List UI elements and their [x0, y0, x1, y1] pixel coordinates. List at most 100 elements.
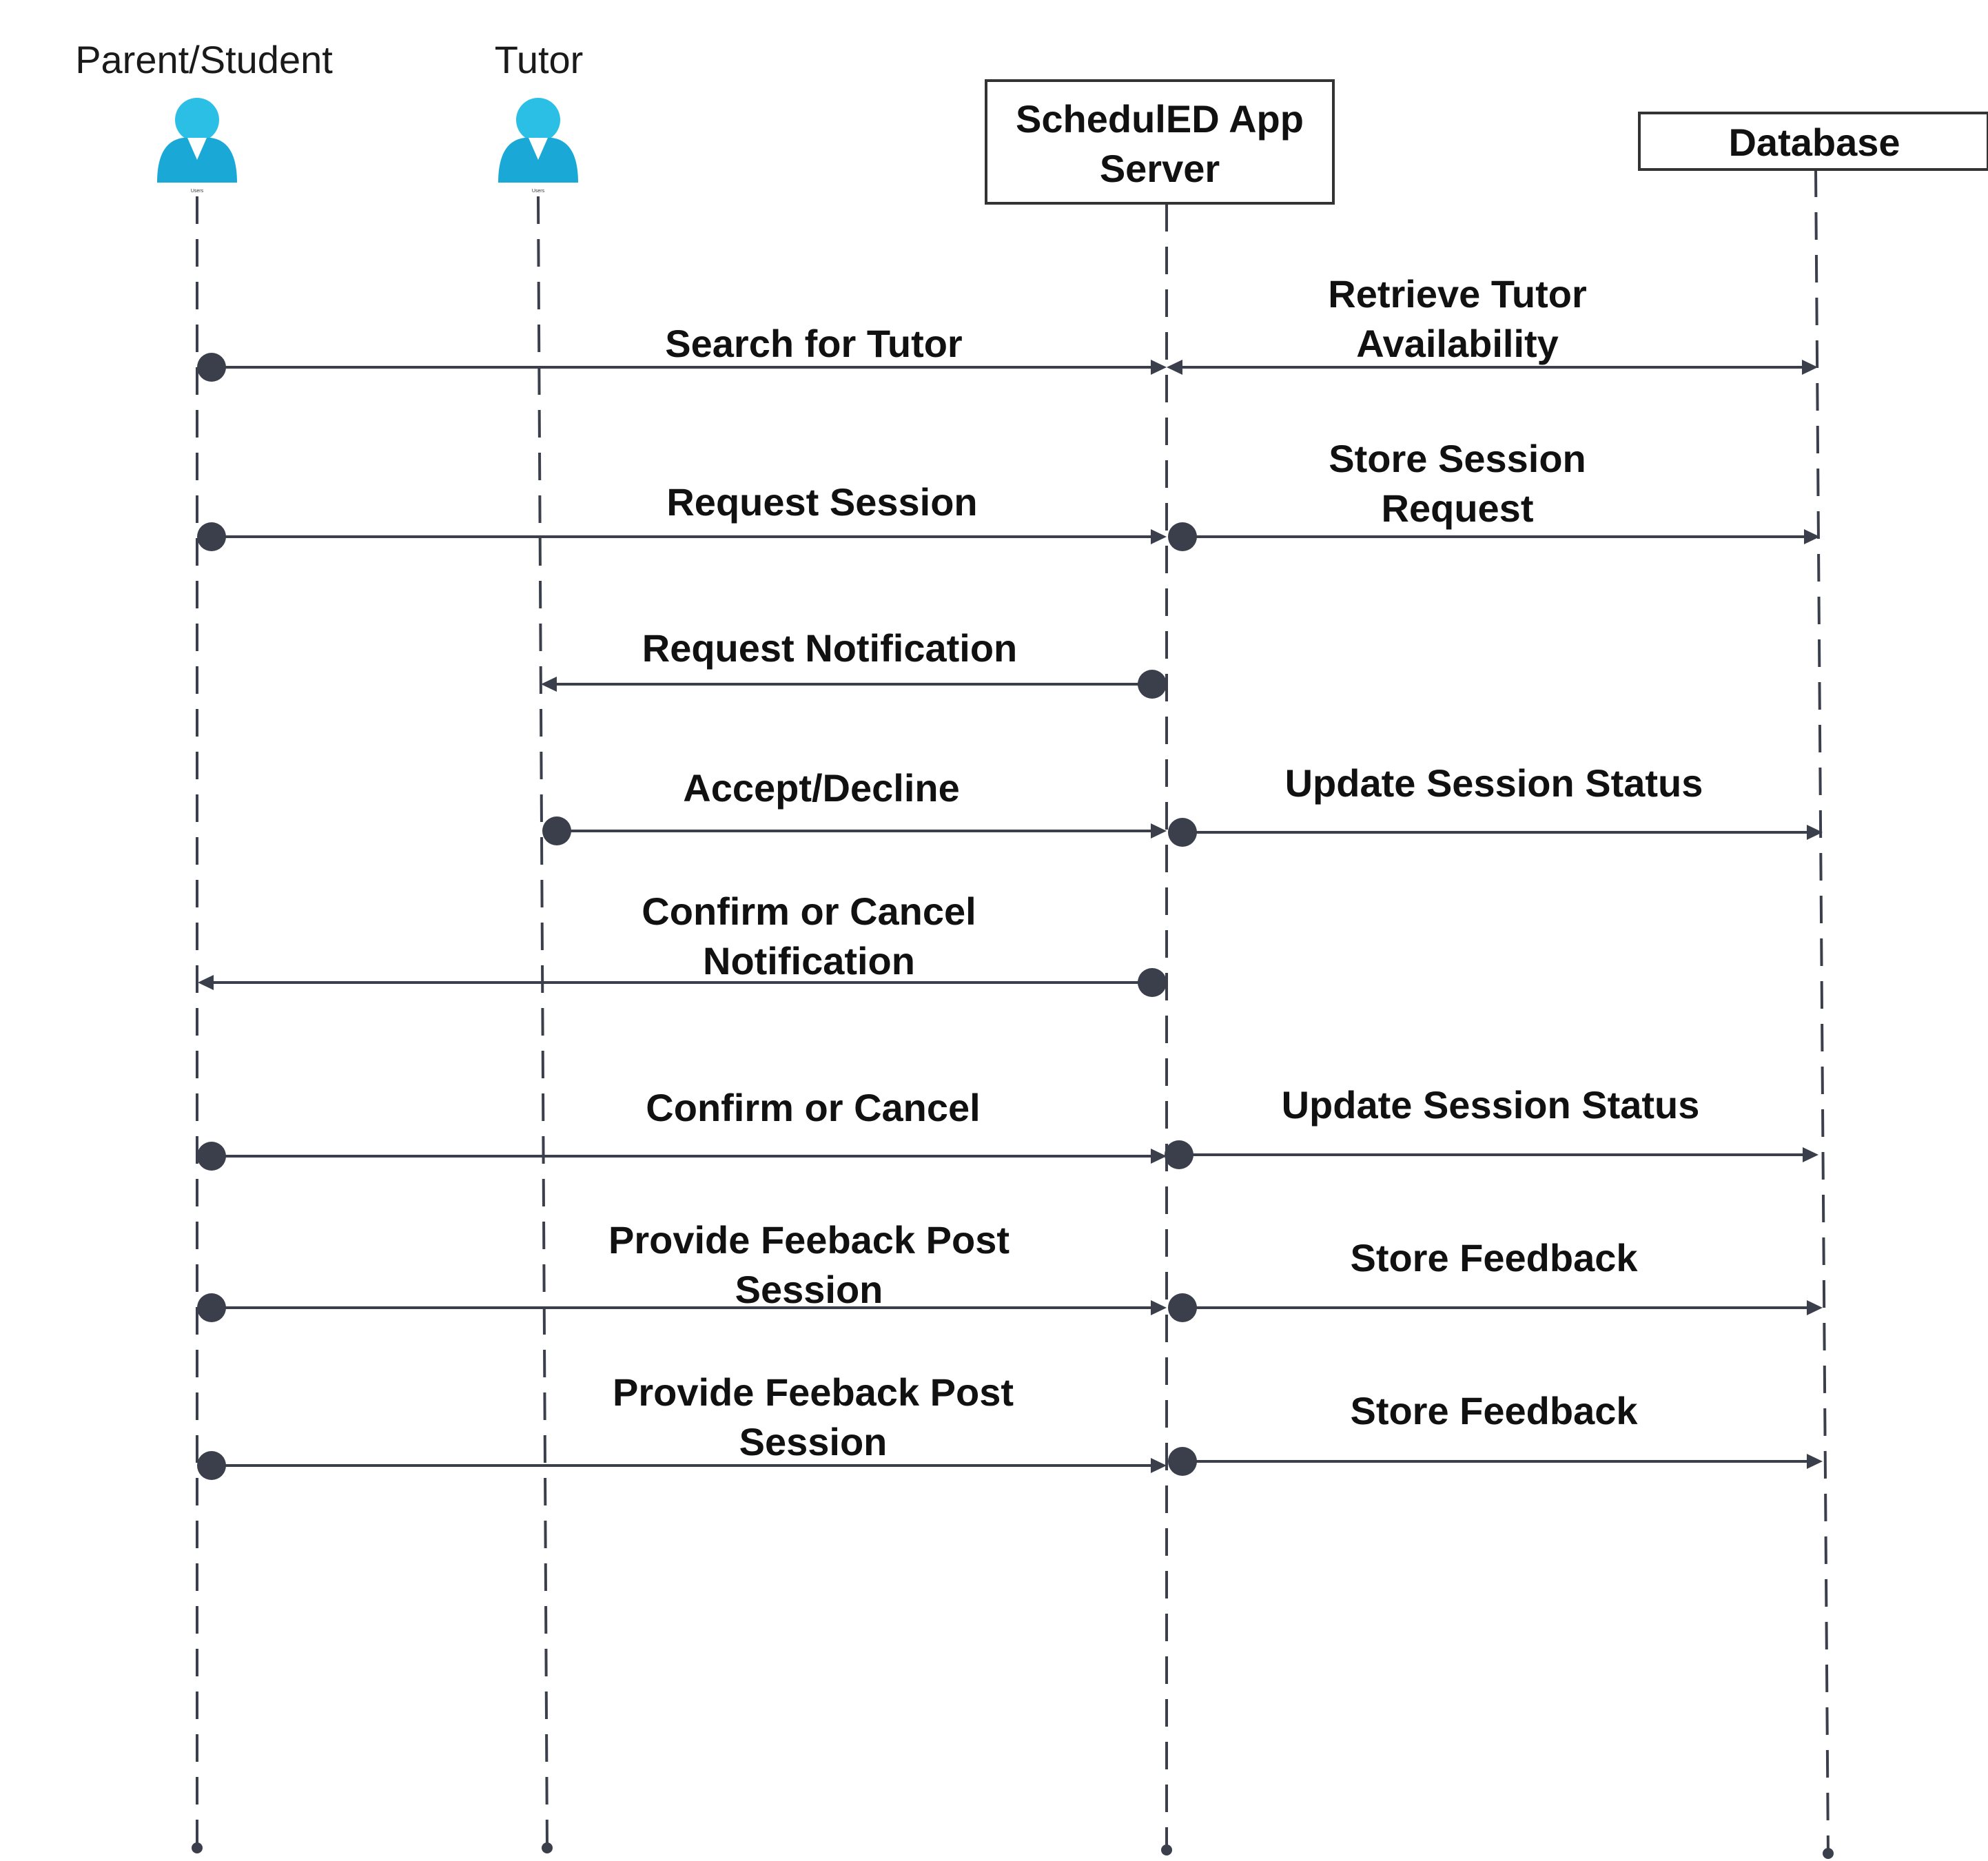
message-store-feedback-2: Store Feedback — [1168, 1389, 1823, 1476]
label-line: Request Session — [666, 480, 977, 524]
arrowhead — [1803, 1147, 1818, 1162]
message-label: Store Feedback — [1350, 1389, 1638, 1432]
message-update-session-status-1: Update Session Status — [1168, 761, 1823, 847]
arrowhead — [1807, 825, 1823, 840]
message-confirm-or-cancel: Confirm or Cancel — [197, 1086, 1167, 1171]
arrowhead — [1151, 1149, 1167, 1164]
message-accept-decline: Accept/Decline — [542, 766, 1167, 845]
message-start-dot — [1138, 670, 1167, 699]
participant-tutor: Tutor Users — [495, 38, 584, 194]
message-label: Search for Tutor — [665, 322, 962, 365]
message-search-for-tutor: Search for Tutor — [197, 322, 1167, 382]
label-line: Accept/Decline — [683, 766, 960, 810]
label-line: Confirm or Cancel — [646, 1086, 980, 1129]
label-line: Retrieve Tutor — [1328, 272, 1586, 316]
message-start-dot — [197, 1142, 226, 1171]
arrowhead — [1804, 529, 1820, 544]
lifeline-database — [1814, 169, 1830, 1854]
label-line: Request — [1382, 486, 1534, 530]
label-line: Confirm or Cancel — [642, 890, 976, 933]
message-start-dot — [542, 816, 571, 845]
message-label: Confirm or Cancel — [646, 1086, 980, 1129]
message-start-dot — [1168, 818, 1197, 847]
message-label: Store Feedback — [1350, 1236, 1638, 1279]
label-line: Database — [1728, 121, 1900, 164]
participant-parent-student: Parent/Student Users — [75, 38, 333, 194]
message-update-session-status-2: Update Session Status — [1165, 1083, 1818, 1169]
lifeline-tutor — [537, 196, 549, 1849]
label-line: Session — [739, 1420, 888, 1463]
message-label: Update Session Status — [1285, 761, 1703, 805]
lifeline-end-tutor — [542, 1842, 553, 1853]
lifeline-end-server — [1161, 1844, 1172, 1855]
arrowhead — [1151, 823, 1167, 839]
arrowhead — [1151, 360, 1167, 375]
arrowhead — [1151, 529, 1167, 544]
participant-box — [985, 79, 1335, 205]
participant-database: Database — [1638, 112, 1988, 171]
label-line: Provide Feeback Post — [613, 1370, 1014, 1414]
message-start-dot — [1168, 1447, 1197, 1476]
message-store-feedback-1: Store Feedback — [1168, 1236, 1823, 1322]
message-start-dot — [197, 522, 226, 551]
label-line: Notification — [703, 939, 915, 983]
lifeline-end-parent-student — [192, 1842, 203, 1853]
message-start-dot — [1168, 522, 1197, 551]
participant-label: Parent/Student — [75, 38, 333, 81]
label-line: Update Session Status — [1282, 1083, 1700, 1127]
label-line: Provide Feeback Post — [608, 1218, 1010, 1262]
label-line: Session — [735, 1268, 883, 1311]
label-line: Update Session Status — [1285, 761, 1703, 805]
lifeline-end-database — [1823, 1848, 1834, 1859]
label-line: Request Notification — [642, 626, 1017, 670]
message-label: Request Session — [666, 480, 977, 524]
arrowhead — [1807, 1300, 1823, 1315]
message-start-dot — [1165, 1140, 1193, 1169]
label-line: Store Session — [1329, 437, 1586, 480]
label-line: Availability — [1356, 322, 1559, 365]
arrowhead — [198, 975, 214, 990]
message-start-dot — [197, 353, 226, 382]
icon-caption: Users — [532, 189, 545, 194]
message-label: Request Notification — [642, 626, 1017, 670]
user-icon: Users — [157, 98, 237, 194]
message-start-dot — [1168, 1293, 1197, 1322]
message-label: Update Session Status — [1282, 1083, 1700, 1127]
arrowhead — [1151, 1300, 1167, 1315]
message-label: Accept/Decline — [683, 766, 960, 810]
arrowhead — [1167, 360, 1182, 375]
arrowhead — [1807, 1454, 1823, 1469]
arrowhead — [541, 677, 557, 692]
participant-label: Database — [1728, 121, 1900, 164]
icon-caption: Users — [191, 189, 204, 194]
message-start-dot — [197, 1293, 226, 1322]
participant-box — [1638, 112, 1988, 171]
label-line: Server — [1100, 147, 1220, 190]
message-start-dot — [1138, 968, 1167, 997]
arrowhead — [1151, 1458, 1167, 1473]
label-line: SchedulED App — [1016, 97, 1304, 141]
arrowhead — [1802, 360, 1818, 375]
label-line: Store Feedback — [1350, 1389, 1638, 1432]
message-request-session: Request Session — [197, 480, 1167, 551]
message-start-dot — [197, 1451, 226, 1480]
message-request-notification: Request Notification — [541, 626, 1167, 699]
participant-label: Tutor — [495, 38, 584, 81]
lifelines — [192, 169, 1834, 1859]
label-line: Store Feedback — [1350, 1236, 1638, 1279]
